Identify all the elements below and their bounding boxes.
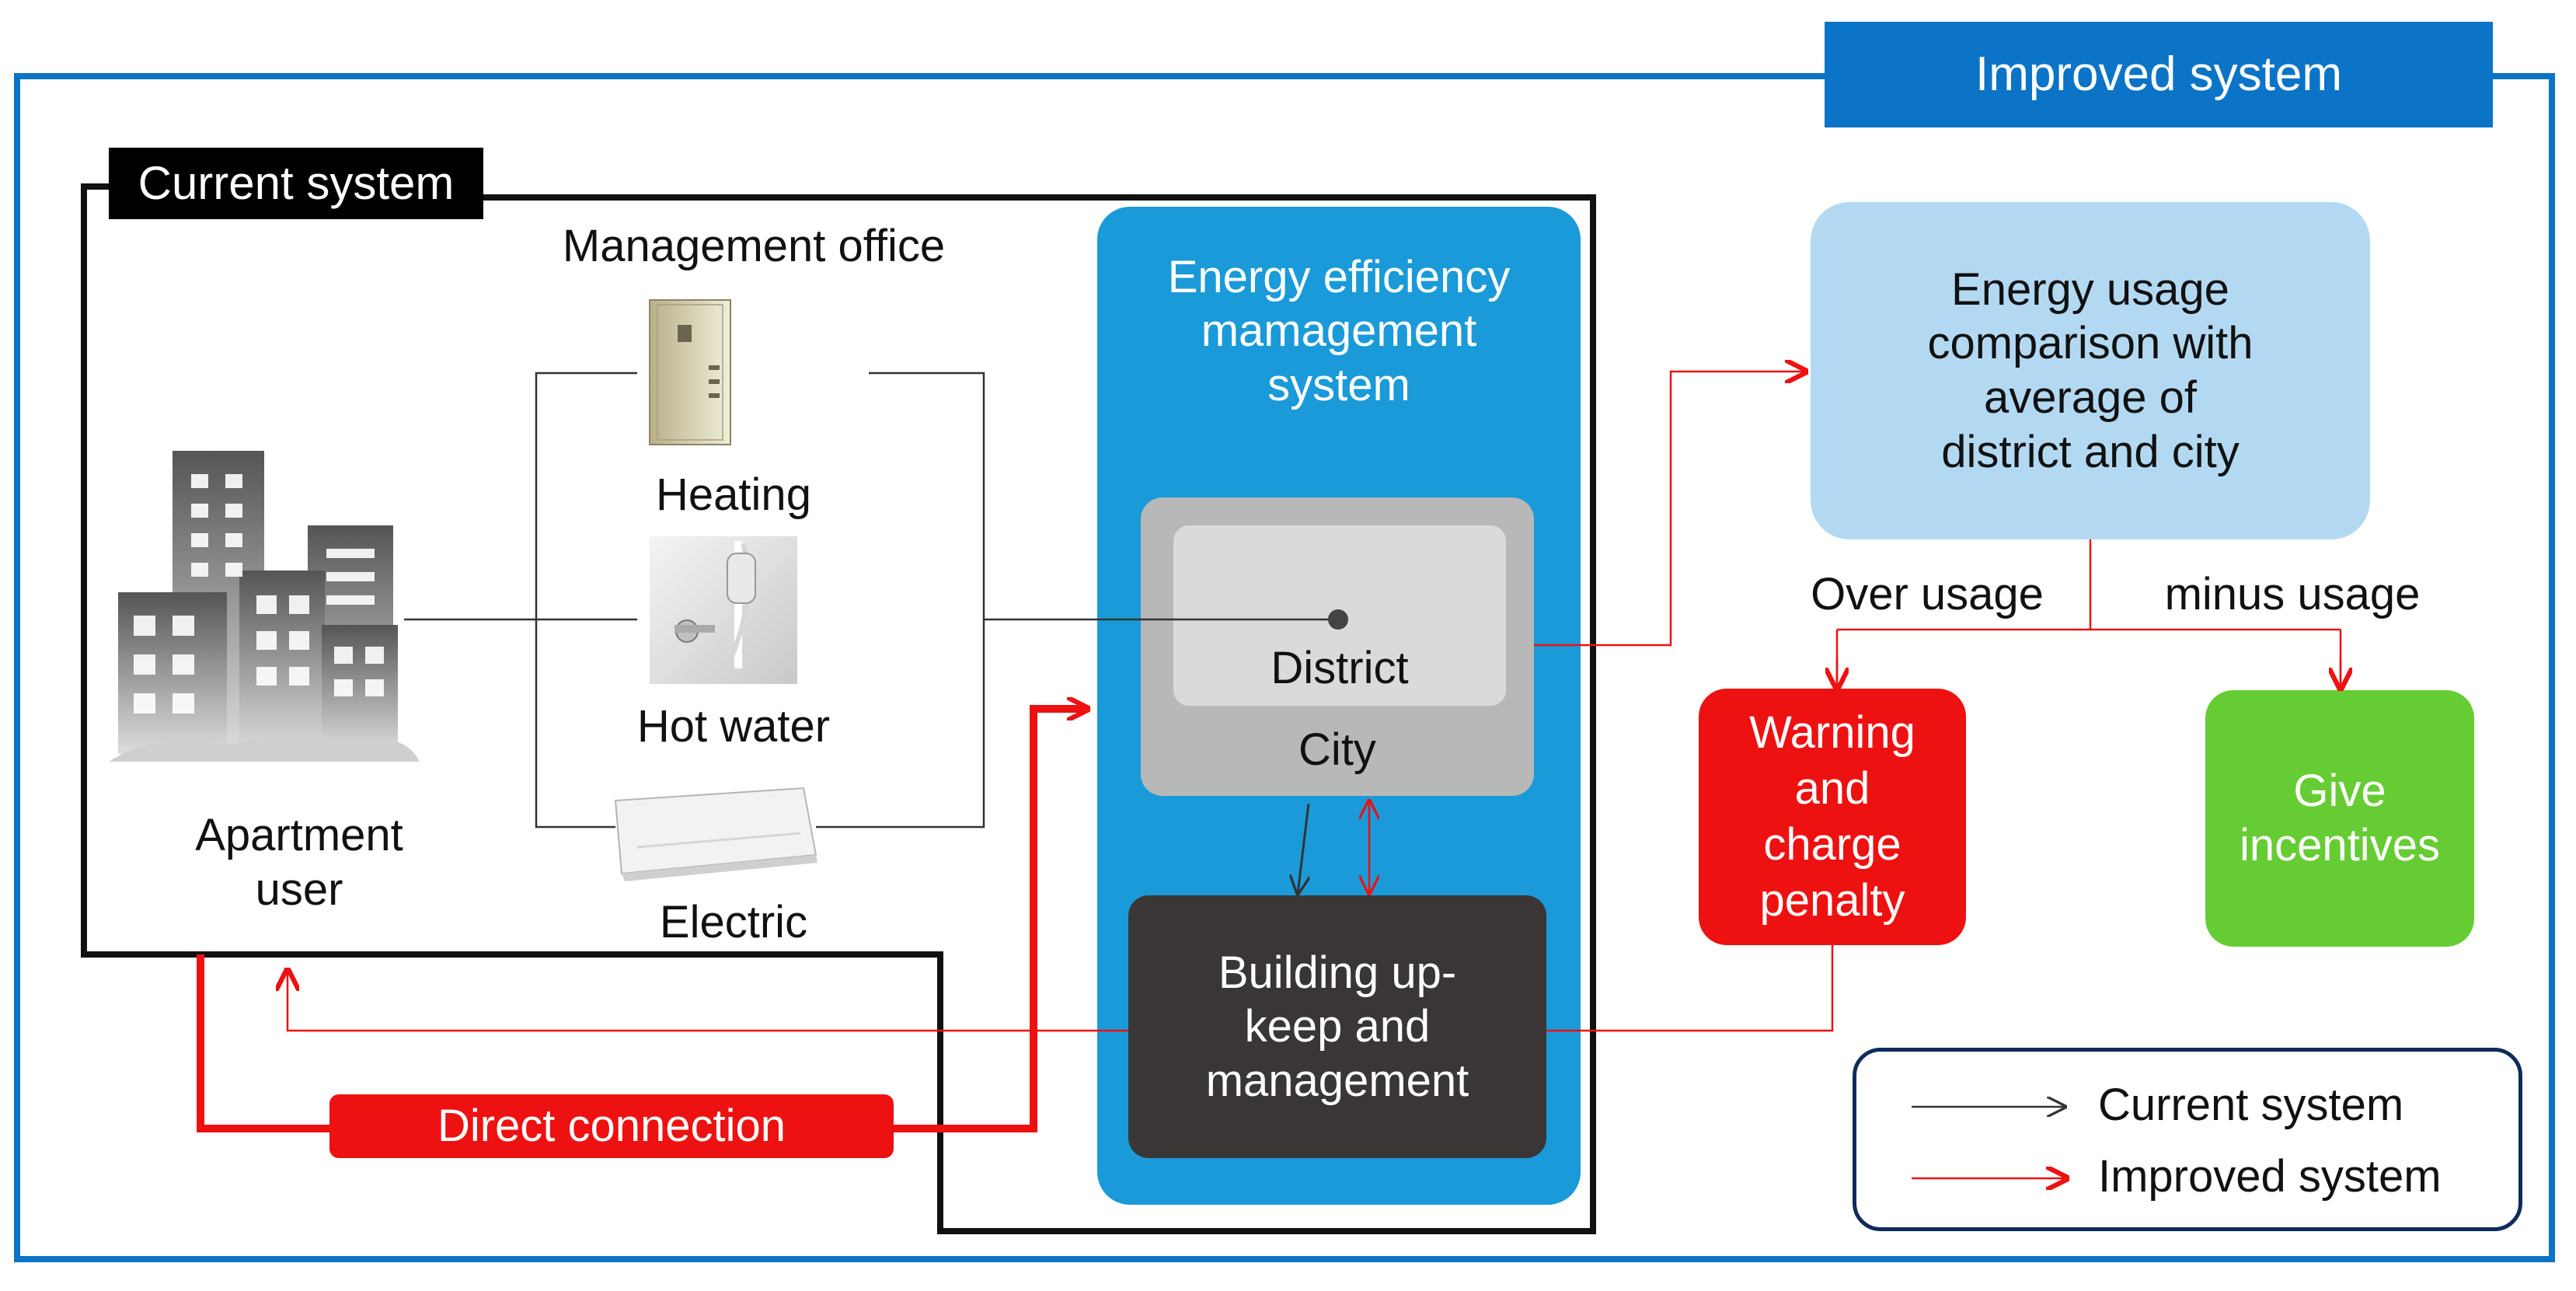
district-label: District: [1271, 643, 1409, 694]
apartment-buildings-icon: [109, 451, 420, 762]
comparison-split: [1835, 539, 2342, 687]
hot-water-label: Hot water: [636, 701, 831, 752]
eems-title: Energy efficiency mamagement system: [1167, 251, 1511, 410]
apartment-user-label: Apartment user: [195, 810, 403, 915]
district-node: [1328, 609, 1348, 630]
management-office-title: Management office: [562, 221, 946, 272]
current-system-frame: [81, 183, 1596, 1234]
office-connectors: [404, 372, 1338, 829]
building-upkeep-box: [1128, 895, 1546, 1158]
legend-box: [1853, 1048, 2522, 1231]
incentives-label: Give incentives: [2240, 766, 2440, 871]
improved-system-frame: [14, 73, 2555, 1262]
minus-usage-label: minus usage: [2164, 569, 2421, 620]
water-heater-icon: [649, 299, 731, 445]
air-conditioner-icon: [614, 787, 817, 881]
improved-system-title: Improved system: [1825, 22, 2493, 127]
over-usage-label: Over usage: [1811, 569, 2044, 620]
city-to-building-arrow: [1298, 803, 1309, 894]
building-upkeep-label: Building up- keep and management: [1205, 947, 1469, 1106]
penalty-feedback-arrow: [288, 945, 1834, 1032]
shower-icon: [650, 536, 797, 684]
warning-label: Warning and charge penalty: [1749, 707, 1915, 926]
legend-improved-label: Improved system: [2098, 1151, 2442, 1202]
incentives-box: [2205, 690, 2474, 947]
city-label: City: [1298, 724, 1376, 776]
eems-to-comparison-arrow: [1534, 372, 1804, 647]
direct-connection-line: [197, 709, 1086, 1132]
electric-label: Electric: [659, 897, 808, 948]
current-system-title: Current system: [109, 148, 483, 219]
comparison-box: [1811, 202, 2370, 539]
legend-current-label: Current system: [2098, 1080, 2404, 1131]
heating-label: Heating: [656, 469, 811, 521]
warning-box: [1699, 689, 1966, 945]
comparison-label: Energy usage comparison with average of …: [1927, 263, 2254, 477]
direct-connection-badge: Direct connection: [329, 1094, 894, 1158]
